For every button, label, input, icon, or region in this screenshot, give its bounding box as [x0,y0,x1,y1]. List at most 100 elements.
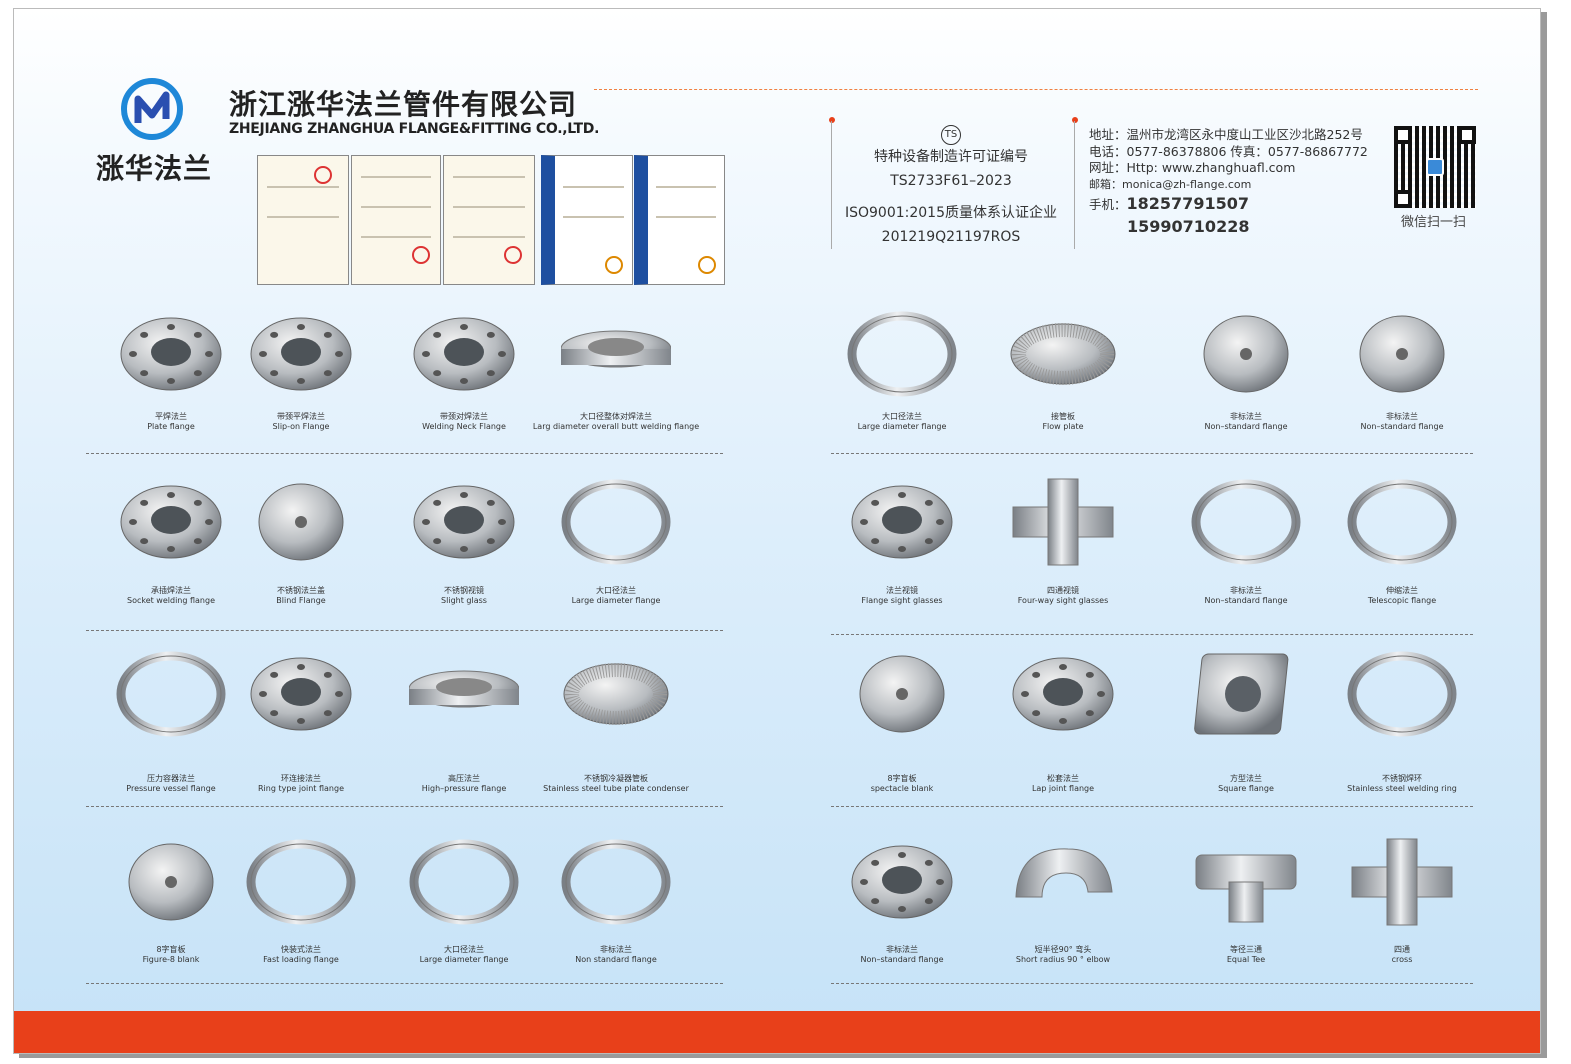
product-elbow-image [1015,848,1113,898]
product-plate-image [128,843,214,921]
header-rule [594,89,1478,90]
product-name-cn: 环连接法兰 [281,774,321,783]
product-name-cn: 四通 [1394,945,1410,954]
divider-dot [1072,117,1078,123]
product-name-cn: 大口径法兰 [596,586,636,595]
mobile-1: 18257791507 [1126,194,1249,213]
license-title: 特种设备制造许可证编号 [874,149,1028,165]
product-name-cn: 伸缩法兰 [1386,586,1418,595]
certificate-thumbnail [443,155,535,285]
product-flange-image [413,317,515,391]
qr-caption: 微信扫一扫 [1401,215,1467,230]
product-ring-image [561,479,671,565]
product-name-cn: 不锈钢法兰盖 [277,586,325,595]
divider-dot [829,117,835,123]
product-plate-image [258,483,344,561]
product-flange-image [250,657,352,731]
iso-title: ISO9001:2015质量体系认证企业 [844,205,1057,221]
product-name-en: Square flange [1218,784,1274,793]
product-name-en: Equal Tee [1226,955,1266,964]
product-plate-image [1203,315,1289,393]
product-name-en: Ring type joint flange [258,784,344,793]
product-flange-image [120,317,222,391]
product-name-en: Non–standard flange [1204,596,1288,605]
product-name-cn: 8字盲板 [887,774,917,783]
product-square-image [1194,653,1289,735]
product-name-cn: 大口径法兰 [444,945,484,954]
product-name-en: Non–standard flange [860,955,944,964]
product-name-en: Four-way sight glasses [1017,596,1109,605]
certificate-thumbnail [257,155,349,285]
product-name-en: Lap joint flange [1031,784,1095,793]
footer-bar [14,1011,1540,1053]
product-name-cn: 四通视镜 [1047,586,1079,595]
product-name-cn: 非标法兰 [1230,412,1262,421]
product-name-cn: 快装式法兰 [281,945,321,954]
product-name-en: Slight glass [441,596,487,605]
product-ring-image [561,839,671,925]
product-name-en: Figure-8 blank [142,955,200,964]
product-ring-image [116,651,226,737]
product-name-cn: 8字盲板 [156,945,186,954]
iso-certificate-thumbnail [541,155,633,285]
product-ring-image [246,839,356,925]
product-ring-image [1191,479,1301,565]
product-name-cn: 非标法兰 [600,945,632,954]
product-name-en: Large diameter flange [571,596,661,605]
phone-fax: 电话：0577-86378806 传真：0577-86867772 [1089,143,1368,159]
product-name-en: Telescopic flange [1367,596,1437,605]
product-name-cn: 带颈对焊法兰 [440,412,488,421]
logo-text: 涨华法兰 [96,152,213,185]
product-ring-image [1347,651,1457,737]
product-mesh-image [1010,323,1116,385]
product-name-cn: 不锈钢冷凝器管板 [584,774,648,783]
company-name-en: ZHEJIANG ZHANGHUA FLANGE&FITTING CO.,LTD… [229,121,600,137]
brochure-page: 涨华法兰 浙江涨华法兰管件有限公司 ZHEJIANG ZHANGHUA FLAN… [13,8,1541,1054]
vertical-divider [831,121,832,249]
product-name-en: High–pressure flange [421,784,507,793]
iso-number: 201219Q21197ROS [881,229,1021,245]
company-name-cn: 浙江涨华法兰管件有限公司 [229,88,578,121]
product-name-en: Flow plate [1042,422,1084,431]
product-name-en: Socket welding flange [126,596,215,605]
product-name-en: Short radius 90 ° elbow [1015,955,1111,964]
product-name-en: Slip-on Flange [272,422,330,431]
product-flange-image [851,845,953,919]
website[interactable]: 网址：Http: www.zhanghuafl.com [1089,160,1296,175]
address: 地址：温州市龙湾区永中度山工业区沙北路252号 [1089,127,1363,142]
product-name-en: Stainless steel tube plate condenser [543,784,689,793]
product-name-cn: 高压法兰 [448,774,480,783]
product-wide-image [409,670,519,708]
row-divider [831,983,1473,984]
product-plate-image [859,655,945,733]
product-name-cn: 接管板 [1051,412,1075,421]
product-mesh-image [563,663,669,725]
product-name-cn: 非标法兰 [1386,412,1418,421]
row-divider [86,983,723,984]
mobile-2: 15990710228 [1127,217,1250,236]
product-name-en: Welding Neck Flange [422,422,506,431]
email[interactable]: 邮箱：monica@zh-flange.com [1089,177,1252,191]
product-ring-image [1347,479,1457,565]
row-divider [86,806,723,807]
product-plate-image [1359,315,1445,393]
product-flange-image [250,317,352,391]
row-divider [86,630,723,631]
